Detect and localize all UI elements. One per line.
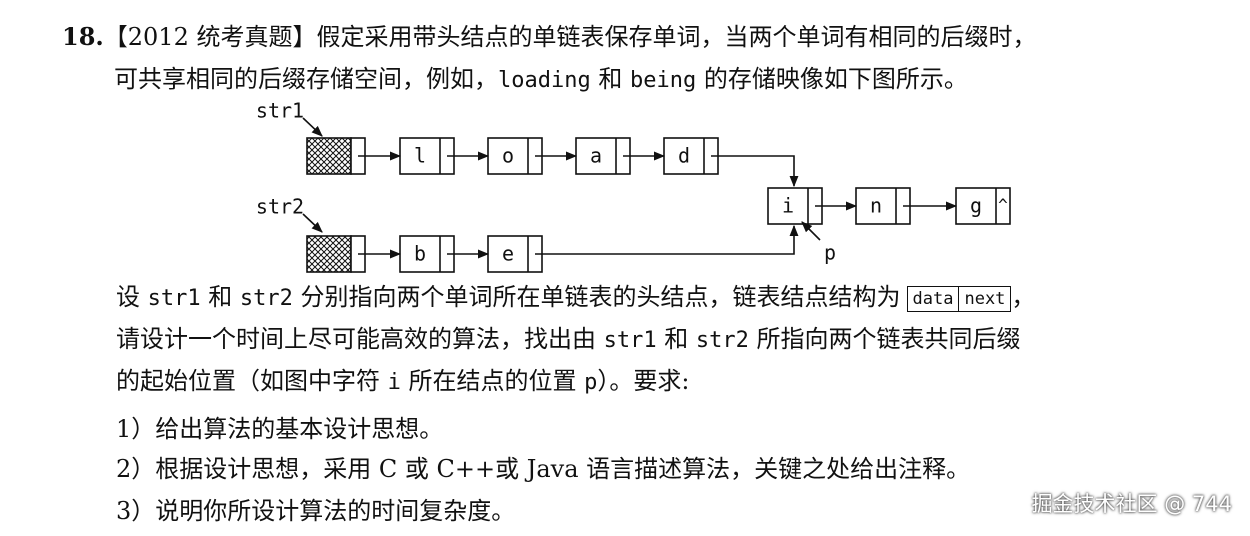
shared-node-2-char: g — [970, 194, 982, 218]
body-line-4: 请设计一个时间上尽可能高效的算法，找出由 str1 和 str2 所指向两个链表… — [116, 324, 1021, 356]
question-text-2a: 可共享相同的后缀存储空间，例如， — [114, 65, 498, 93]
var-str2: str2 — [239, 286, 293, 311]
watermark: 掘金技术社区 @ 744 — [1031, 492, 1232, 516]
str2-label: str2 — [256, 195, 304, 219]
body-text-5c: ）。要求: — [597, 367, 690, 395]
str1-head-hatch — [306, 137, 352, 175]
requirement-3: 3）说明你所设计算法的时间复杂度。 — [116, 497, 516, 525]
shared-node-1-char: n — [870, 194, 882, 218]
body-text-4c: 所指向两个链表共同后缀 — [748, 325, 1021, 353]
str1-node-3-char: d — [678, 144, 690, 168]
body-text-5a: 的起始位置（如图中字符 — [116, 367, 388, 395]
str2-pointer-arrow — [302, 213, 323, 233]
body-text-4b: 和 — [656, 325, 696, 353]
str1-node-0-box — [399, 137, 455, 175]
str1-node-3-box — [663, 137, 719, 175]
str1-node-1-box — [487, 137, 543, 175]
question-tag: 【2012 统考真题】 — [103, 23, 317, 51]
question-text-2c: 的存储映像如下图所示。 — [696, 65, 968, 93]
var-str2-2: str2 — [695, 328, 749, 353]
p-pointer-arrow — [801, 221, 821, 241]
question-text-2b: 和 — [590, 65, 630, 93]
var-str1: str1 — [147, 286, 201, 311]
char-i: i — [387, 370, 401, 395]
e-to-i-link — [535, 224, 799, 255]
str1-label: str1 — [256, 99, 304, 123]
struct-data-field: data — [912, 288, 954, 309]
question-line-1: 18.【2012 统考真题】假定采用带头结点的单链表保存单词，当两个单词有相同的… — [62, 22, 1036, 52]
str1-pointer-arrow — [302, 117, 323, 137]
str1-node-1-char: o — [502, 144, 514, 168]
body-text-3b: 和 — [200, 283, 240, 311]
shared-node-2-null-mark: ^ — [998, 196, 1008, 215]
question-number: 18. — [62, 22, 104, 51]
str1-node-0-char: l — [414, 144, 426, 168]
body-text-3end: ， — [1011, 283, 1036, 311]
requirement-2: 2）根据设计思想，采用 C 或 C++或 Java 语言描述算法，关键之处给出注… — [116, 455, 971, 483]
body-text-4a: 请设计一个时间上尽可能高效的算法，找出由 — [116, 325, 604, 353]
d-to-i-link — [711, 155, 799, 188]
struct-next-field: next — [958, 286, 1010, 311]
shared-node-2-box — [955, 187, 1011, 225]
shared-node-1-box — [855, 187, 911, 225]
pos-p: p — [584, 370, 598, 395]
word-being: being — [629, 68, 697, 93]
word-loading: loading — [498, 68, 591, 93]
var-str1-2: str1 — [603, 328, 657, 353]
str2-node-0-char: b — [414, 242, 426, 266]
str1-node-2-box — [575, 137, 631, 175]
shared-node-0-char: i — [782, 194, 794, 218]
requirement-1: 1）给出算法的基本设计思想。 — [116, 415, 444, 443]
str1-node-2-char: a — [590, 144, 602, 168]
body-text-5b: 所在结点的位置 — [400, 367, 585, 395]
str2-node-1-char: e — [502, 242, 514, 266]
body-line-5: 的起始位置（如图中字符 i 所在结点的位置 p）。要求: — [116, 366, 690, 398]
str2-node-1-box — [487, 235, 543, 273]
body-text-3c: 分别指向两个单词所在单链表的头结点，链表结点结构为 — [292, 283, 901, 311]
shared-node-0-box — [767, 187, 823, 225]
question-line-2: 可共享相同的后缀存储空间，例如，loading 和 being 的存储映像如下图… — [114, 64, 968, 96]
str2-node-0-box — [399, 235, 455, 273]
p-label: p — [824, 241, 836, 265]
question-text-1: 假定采用带头结点的单链表保存单词，当两个单词有相同的后缀时， — [316, 23, 1037, 51]
str2-head-hatch — [306, 235, 352, 273]
body-text-3a: 设 — [116, 283, 148, 311]
